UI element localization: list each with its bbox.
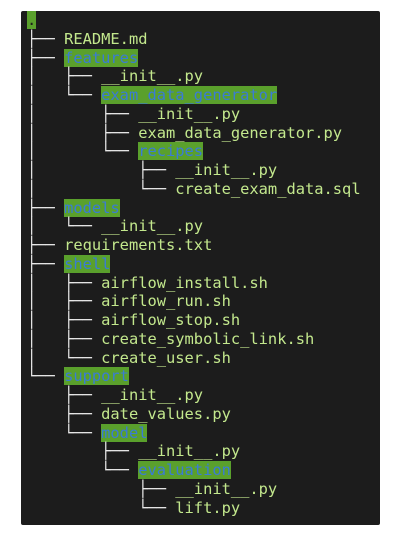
file-name: airflow_run.sh <box>101 292 231 311</box>
root-directory: . <box>27 11 37 29</box>
tree-branch-prefix: ├── <box>27 479 176 498</box>
directory-name: model <box>101 423 148 442</box>
file-name: create_symbolic_link.sh <box>101 329 315 348</box>
terminal-window: .├── README.md├── features│ ├── __init__… <box>21 11 380 525</box>
directory-name: exam_data_generator <box>101 86 278 104</box>
tree-branch-prefix: │ └── <box>27 86 102 104</box>
tree-line: │ └── create_exam_data.sql <box>27 180 361 199</box>
file-name: __init__.py <box>101 67 204 86</box>
tree-line: ├── date_values.py <box>27 405 361 424</box>
tree-line: ├── __init__.py <box>27 442 361 461</box>
tree-line: ├── __init__.py <box>27 386 361 405</box>
tree-line: ├── requirements.txt <box>27 236 361 255</box>
tree-branch-prefix: │ ├── <box>27 311 102 329</box>
tree-branch-prefix: │ ├── <box>27 292 102 311</box>
tree-branch-prefix: ├── <box>27 442 139 461</box>
directory-name: evaluation <box>138 461 231 479</box>
directory-name: recipes <box>138 142 204 161</box>
tree-branch-prefix: ├── <box>27 198 65 217</box>
tree-line: │ ├── airflow_install.sh <box>27 274 361 293</box>
file-name: __init__.py <box>175 161 278 179</box>
directory-name: features <box>64 48 139 67</box>
tree-branch-prefix: │ ├── <box>27 104 139 123</box>
file-name: __init__.py <box>175 479 278 498</box>
tree-line: . <box>27 11 361 30</box>
tree-line: │ ├── airflow_stop.sh <box>27 311 361 330</box>
tree-line: │ ├── airflow_run.sh <box>27 292 361 311</box>
file-name: README.md <box>64 29 148 48</box>
tree-line: ├── features <box>27 48 361 68</box>
tree-branch-prefix: ├── <box>27 404 102 423</box>
tree-line: └── model <box>27 423 361 443</box>
directory-name: support <box>64 367 129 386</box>
file-name: __init__.py <box>138 104 241 123</box>
tree-branch-prefix: └── <box>27 367 65 386</box>
tree-line: ├── shell <box>27 254 361 274</box>
directory-name: shell <box>64 254 111 273</box>
file-name: __init__.py <box>138 442 241 461</box>
tree-branch-prefix: │ ├── <box>27 273 102 292</box>
directory-tree: .├── README.md├── features│ ├── __init__… <box>27 11 361 517</box>
file-name: __init__.py <box>101 386 204 404</box>
tree-line: ├── models <box>27 198 361 218</box>
tree-line: │ ├── __init__.py <box>27 105 361 124</box>
tree-branch-prefix: ├── <box>27 386 102 404</box>
tree-line: │ └── recipes <box>27 142 361 161</box>
file-name: airflow_install.sh <box>101 273 268 292</box>
tree-line: ├── __init__.py <box>27 480 361 499</box>
tree-branch-prefix: │ └── <box>27 348 102 367</box>
tree-branch-prefix: │ └── <box>27 217 102 236</box>
file-name: airflow_stop.sh <box>101 311 241 329</box>
tree-line: │ └── create_user.sh <box>27 349 361 368</box>
directory-name: models <box>64 198 120 217</box>
file-name: __init__.py <box>101 217 204 236</box>
file-name: requirements.txt <box>64 236 213 254</box>
tree-line: │ ├── exam_data_generator.py <box>27 124 361 143</box>
file-name: create_user.sh <box>101 348 231 367</box>
tree-branch-prefix: └── <box>27 498 176 517</box>
tree-line: │ ├── create_symbolic_link.sh <box>27 330 361 349</box>
tree-branch-prefix: │ ├── <box>27 329 102 348</box>
tree-line: └── lift.py <box>27 499 361 518</box>
file-name: create_exam_data.sql <box>175 179 361 198</box>
tree-line: │ └── __init__.py <box>27 217 361 236</box>
tree-branch-prefix: │ ├── <box>27 123 139 142</box>
tree-branch-prefix: │ └── <box>27 142 139 161</box>
file-name: exam_data_generator.py <box>138 123 343 142</box>
tree-line: │ ├── __init__.py <box>27 161 361 180</box>
tree-branch-prefix: └── <box>27 461 139 479</box>
tree-branch-prefix: └── <box>27 423 102 442</box>
tree-branch-prefix: ├── <box>27 48 65 67</box>
tree-line: ├── README.md <box>27 30 361 49</box>
file-name: lift.py <box>175 498 241 517</box>
tree-branch-prefix: ├── <box>27 29 65 48</box>
tree-line: │ ├── __init__.py <box>27 67 361 86</box>
tree-branch-prefix: │ ├── <box>27 67 102 86</box>
tree-branch-prefix: │ └── <box>27 179 176 198</box>
tree-line: └── support <box>27 367 361 386</box>
tree-branch-prefix: ├── <box>27 236 65 254</box>
tree-branch-prefix: ├── <box>27 254 65 273</box>
tree-line: └── evaluation <box>27 461 361 480</box>
tree-line: │ └── exam_data_generator <box>27 86 361 105</box>
tree-branch-prefix: │ ├── <box>27 161 176 179</box>
file-name: date_values.py <box>101 404 231 423</box>
